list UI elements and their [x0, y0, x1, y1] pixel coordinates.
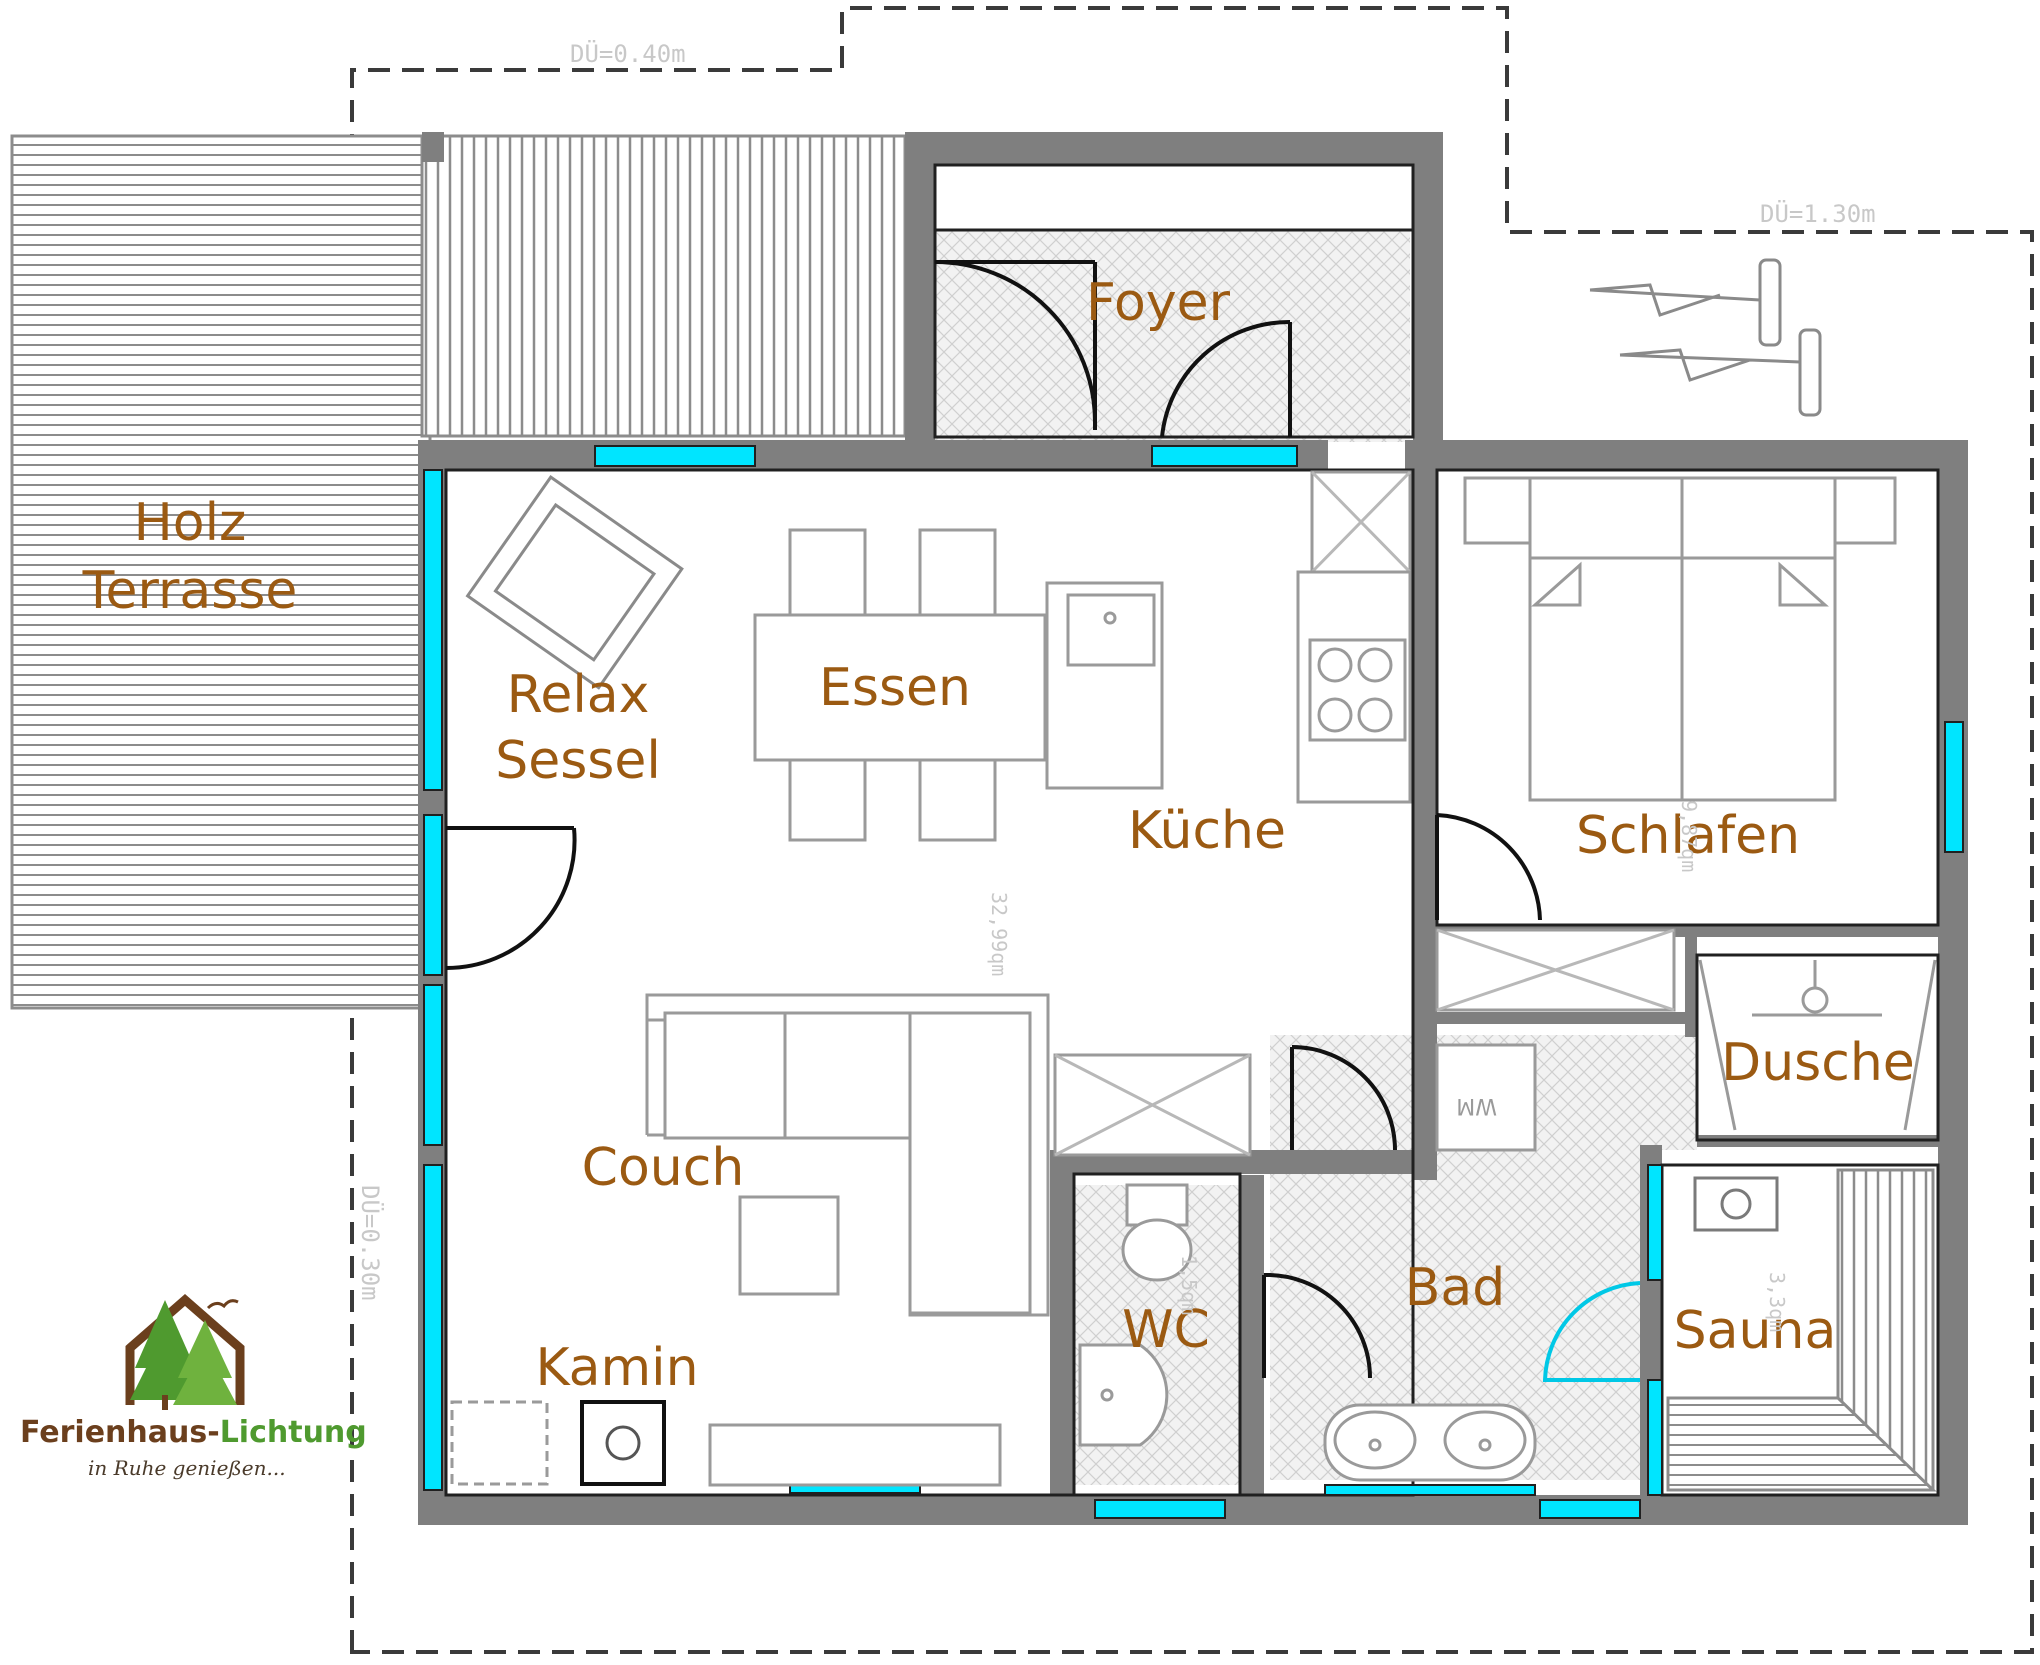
label-holz: Holz — [134, 493, 247, 553]
label-wc: WC — [1122, 1300, 1210, 1360]
kitchen — [1045, 470, 1412, 1157]
wc-fixtures — [1078, 1183, 1193, 1447]
label-schlafen: Schlafen — [1576, 806, 1800, 866]
label-sessel: Sessel — [495, 731, 661, 791]
washer-label: WM — [1456, 1093, 1497, 1118]
dim-overhang-top: DÜ=0.40m — [570, 39, 686, 68]
dim-overhang-left: DÜ=0.30m — [356, 1185, 385, 1301]
area-sauna: 3,3qm — [1765, 1272, 1789, 1332]
shower — [1698, 959, 1937, 1131]
sauna-door — [1542, 1281, 1641, 1382]
interior-lines — [444, 163, 1940, 1497]
label-dusche: Dusche — [1721, 1033, 1915, 1093]
wardrobe — [1435, 928, 1676, 1012]
logo-name: Ferienhaus-Lichtung — [20, 1415, 367, 1450]
label-terrasse: Terrasse — [82, 561, 298, 621]
area-bed: 9,87qm — [1677, 800, 1701, 872]
label-sauna: Sauna — [1674, 1301, 1837, 1361]
bath-fixtures — [1323, 1043, 1537, 1482]
sauna-benches — [1666, 1168, 1937, 1492]
fireplace — [450, 1400, 666, 1486]
house-logo-icon — [125, 1294, 245, 1410]
label-relax: Relax — [507, 665, 650, 725]
label-kueche: Küche — [1128, 801, 1286, 861]
logo: Ferienhaus-Lichtung in Ruhe genießen... — [20, 1294, 367, 1480]
label-bad: Bad — [1405, 1258, 1506, 1318]
area-wc: 1,5qm — [1177, 1255, 1201, 1315]
bicycles — [1589, 258, 1822, 417]
area-living: 32,99qm — [987, 892, 1011, 976]
relax-chair — [465, 475, 684, 690]
label-couch: Couch — [582, 1138, 745, 1198]
label-essen: Essen — [819, 658, 971, 718]
dusche-floor — [1700, 960, 1935, 1145]
wood-terrace-deck-upper — [420, 134, 907, 438]
interior-walls — [1050, 440, 1938, 1525]
couch — [645, 993, 1050, 1487]
roof-overhang-outline — [350, 6, 2034, 1654]
bed — [1463, 476, 1897, 802]
windows — [423, 445, 1964, 1519]
label-foyer: Foyer — [1086, 273, 1231, 333]
wood-terrace-deck — [10, 134, 432, 1010]
dim-overhang-right: DÜ=1.30m — [1760, 199, 1876, 228]
dining-table — [753, 528, 1047, 842]
doors — [445, 260, 1542, 1379]
logo-tagline: in Ruhe genießen... — [88, 1456, 286, 1480]
label-kamin: Kamin — [535, 1338, 698, 1398]
foyer-floor — [935, 230, 1410, 442]
